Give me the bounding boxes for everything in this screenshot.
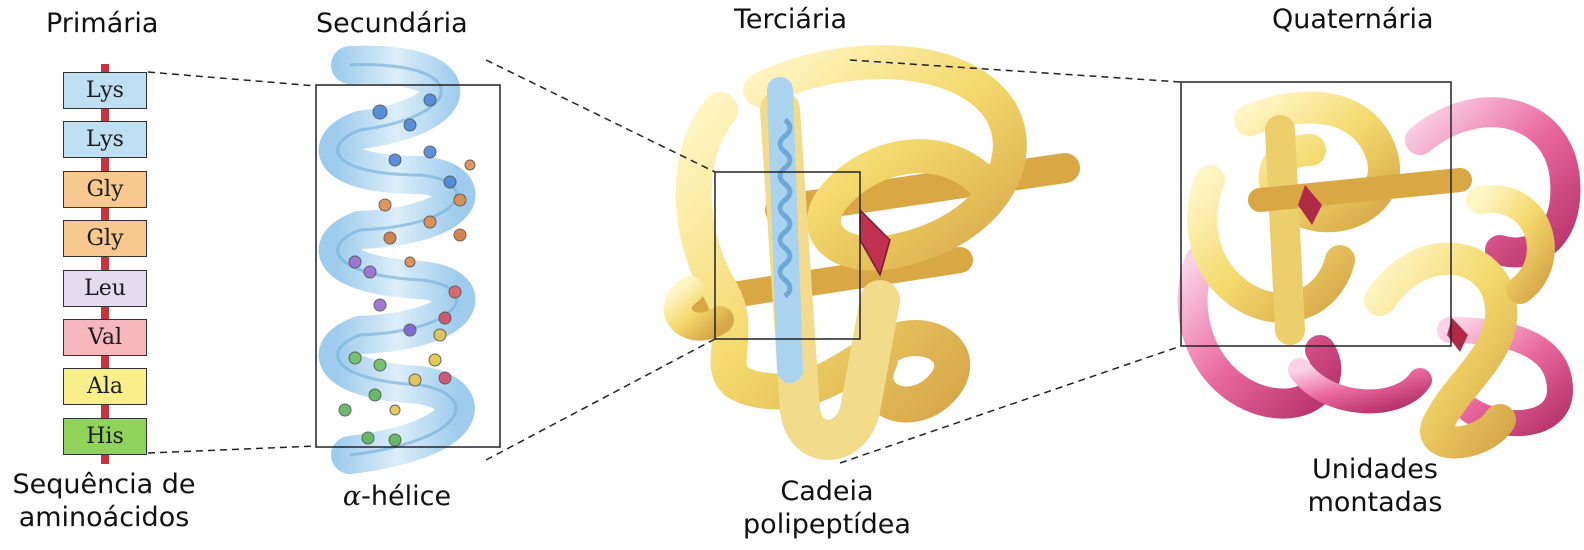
caption-primary: Sequência de aminoácidos xyxy=(4,468,204,534)
caption-secondary-symbol: α xyxy=(343,481,361,512)
caption-quaternary: Unidades montadas xyxy=(1280,453,1470,519)
alpha-helix-illustration xyxy=(338,65,475,455)
caption-tertiary-line-1: Cadeia xyxy=(722,475,932,508)
caption-quaternary-line-2: montadas xyxy=(1280,486,1470,519)
caption-primary-line-2: aminoácidos xyxy=(4,501,204,534)
caption-quaternary-line-1: Unidades xyxy=(1280,453,1470,486)
residue-box: Val xyxy=(63,319,147,356)
caption-secondary-text: -hélice xyxy=(361,481,451,512)
residue-box: Gly xyxy=(63,220,147,257)
quaternary-assembly-illustration xyxy=(1193,108,1566,443)
residue-box: Gly xyxy=(63,171,147,208)
caption-primary-line-1: Sequência de xyxy=(4,468,204,501)
caption-tertiary: Cadeia polipeptídea xyxy=(722,475,932,541)
residue-box: Lys xyxy=(63,72,147,109)
tertiary-chain-illustration xyxy=(678,62,1065,440)
residue-box: Ala xyxy=(63,368,147,405)
zoom-connectors xyxy=(148,60,1181,463)
residue-box: His xyxy=(63,418,147,455)
caption-secondary: α-hélice xyxy=(312,480,482,513)
residue-box: Leu xyxy=(63,270,147,307)
residue-box: Lys xyxy=(63,121,147,158)
caption-tertiary-line-2: polipeptídea xyxy=(722,508,932,541)
